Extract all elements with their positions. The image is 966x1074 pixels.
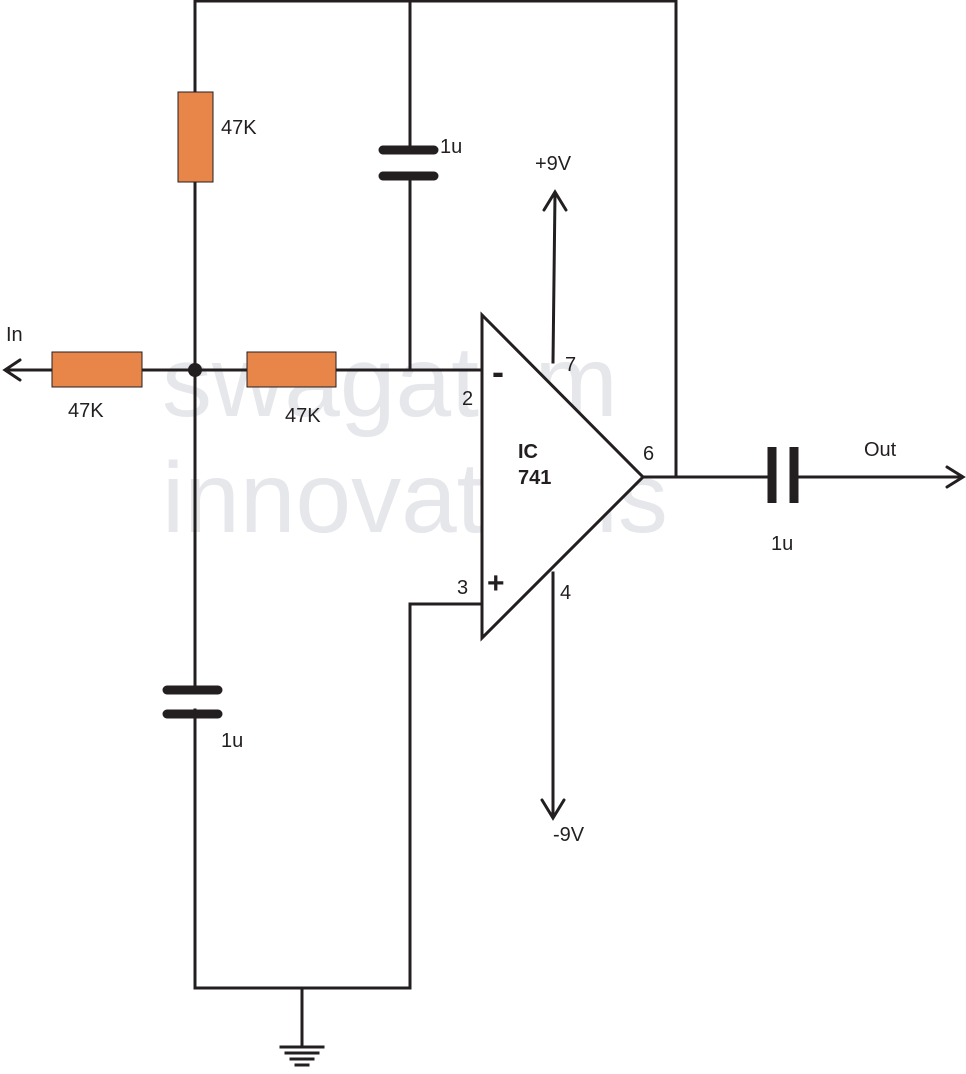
top-feedback-wire bbox=[193, 0, 678, 479]
input-arrow-icon bbox=[2, 358, 22, 382]
output-label: Out bbox=[864, 439, 897, 461]
pin-noninverting-label: 3 bbox=[457, 577, 468, 599]
c-ground-label: 1u bbox=[221, 730, 243, 752]
vee-arrow-icon bbox=[540, 798, 566, 821]
output-arrow-icon bbox=[945, 465, 966, 489]
vee-label: -9V bbox=[553, 824, 585, 846]
r-input-label: 47K bbox=[68, 400, 104, 422]
c-output-label: 1u bbox=[771, 533, 793, 555]
opamp-symbol bbox=[480, 311, 646, 642]
c-feedback-label: 1u bbox=[440, 136, 462, 158]
ground-loop-wire bbox=[193, 602, 484, 990]
input-label: In bbox=[6, 324, 23, 346]
ground-icon bbox=[279, 1045, 325, 1067]
opamp-name-line-2: 741 bbox=[518, 467, 551, 489]
inverting-sign: - bbox=[492, 351, 504, 392]
vcc-label: +9V bbox=[535, 153, 572, 175]
junction-dot bbox=[188, 363, 202, 377]
vcc-wire bbox=[551, 192, 557, 364]
resistor-series bbox=[246, 351, 337, 388]
resistor-top bbox=[177, 91, 214, 183]
pin-output-label: 6 bbox=[643, 443, 654, 465]
pin-vcc-label: 7 bbox=[565, 354, 576, 376]
pin-vee-label: 4 bbox=[560, 582, 571, 604]
opamp-name-line-1: IC bbox=[518, 441, 538, 463]
r-series-label: 47K bbox=[285, 405, 321, 427]
pin-inverting-label: 2 bbox=[462, 388, 473, 410]
wires bbox=[6, 0, 962, 1048]
noninverting-sign: + bbox=[487, 567, 505, 600]
r-top-label: 47K bbox=[221, 117, 257, 139]
resistor-input bbox=[51, 351, 143, 388]
vcc-arrow-icon bbox=[542, 189, 568, 212]
